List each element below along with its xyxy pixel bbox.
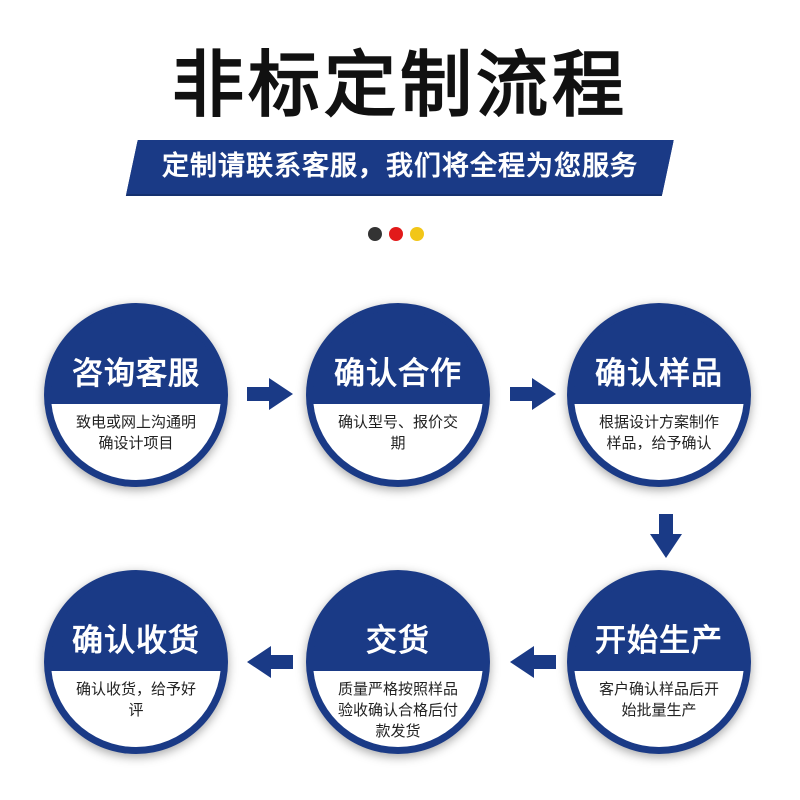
banner-text: 定制请联系客服，我们将全程为您服务 — [162, 151, 638, 182]
step-title: 交货 — [366, 623, 430, 659]
step-description: 客户确认样品后开始批量生产 — [598, 680, 719, 719]
arrow-right-icon — [247, 378, 293, 410]
step-description: 质量严格按照样品验收确认合格后付款发货 — [337, 680, 458, 740]
decorative-dots — [368, 227, 424, 241]
page-title: 非标定制流程 — [171, 43, 628, 127]
dot-yellow — [410, 227, 424, 241]
step-title: 确认收货 — [72, 623, 200, 659]
arrow-left-icon — [510, 646, 556, 678]
step-consult: 咨询客服 致电或网上沟通明确设计项目 — [44, 303, 228, 487]
step-title: 确认合作 — [334, 356, 462, 392]
step-confirm-cooperation: 确认合作 确认型号、报价交期 — [306, 303, 490, 487]
step-title: 开始生产 — [595, 623, 723, 659]
step-confirm-sample: 确认样品 根据设计方案制作样品，给予确认 — [567, 303, 751, 487]
dot-red — [389, 227, 403, 241]
step-start-production: 开始生产 客户确认样品后开始批量生产 — [567, 570, 751, 754]
step-title: 确认样品 — [595, 356, 723, 392]
arrow-down-icon — [650, 514, 682, 558]
step-description: 致电或网上沟通明确设计项目 — [75, 413, 196, 452]
step-delivery: 交货 质量严格按照样品验收确认合格后付款发货 — [306, 570, 490, 754]
step-confirm-receipt: 确认收货 确认收货，给予好评 — [44, 570, 228, 754]
step-description: 确认型号、报价交期 — [337, 413, 458, 452]
step-title: 咨询客服 — [72, 356, 200, 392]
step-description: 确认收货，给予好评 — [75, 680, 196, 719]
arrow-right-icon — [510, 378, 556, 410]
step-description: 根据设计方案制作样品，给予确认 — [598, 413, 719, 452]
dot-dark — [368, 227, 382, 241]
arrow-left-icon — [247, 646, 293, 678]
